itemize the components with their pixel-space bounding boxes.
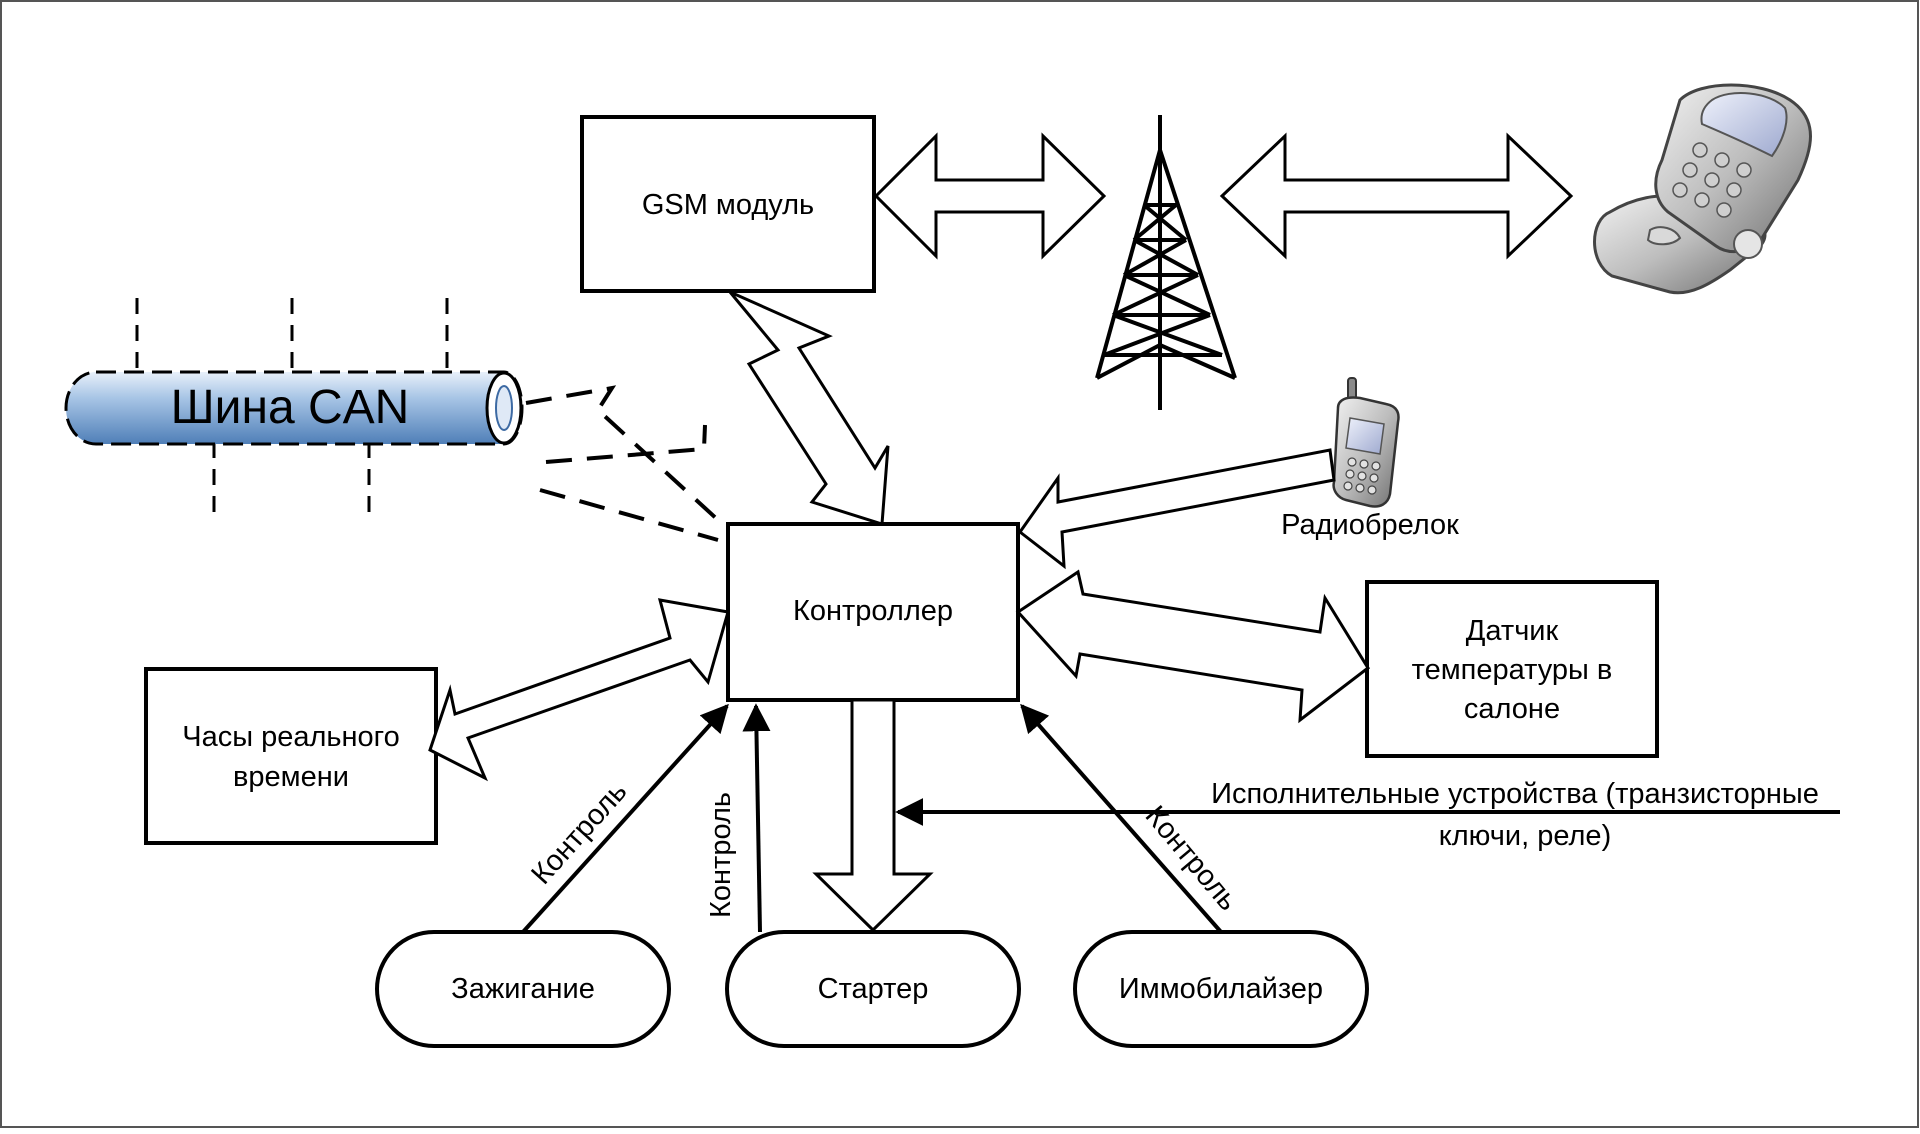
rtc-label-line-2: времени: [233, 761, 349, 793]
ignition-control-arrow: [521, 703, 729, 934]
starter-control-label: Контроль: [705, 792, 737, 918]
key-fob-label: Радиобрелок: [1281, 509, 1459, 541]
temperature-sensor-node: Датчик температуры в салоне: [1365, 580, 1659, 758]
controller-label: Контроллер: [793, 595, 953, 627]
gsm-module-node: GSM модуль: [580, 115, 876, 293]
can-bus-tube-hole: [495, 385, 513, 431]
temp-sensor-label-line-2: температуры в: [1412, 654, 1613, 686]
ignition-label: Зажигание: [451, 973, 595, 1005]
ignition-node: Зажигание: [375, 930, 671, 1048]
controller-starter-wide-arrow: [812, 698, 934, 933]
actuators-label-line-2: ключи, реле): [1439, 820, 1611, 852]
mobile-phone-icon: [1593, 83, 1812, 295]
can-to-controller-dashed-arrow: [525, 385, 720, 542]
starter-node: Стартер: [725, 930, 1021, 1048]
immobilizer-label: Иммобилайзер: [1119, 973, 1323, 1005]
controller-node: Контроллер: [726, 522, 1020, 702]
immobilizer-node: Иммобилайзер: [1073, 930, 1369, 1048]
temp-sensor-label-line-1: Датчик: [1466, 615, 1559, 647]
radio-tower-icon: [1095, 115, 1237, 410]
gsm-controller-double-arrow: [728, 290, 890, 526]
gsm-module-label: GSM модуль: [642, 189, 814, 221]
rtc-node: Часы реального времени: [144, 667, 438, 845]
keyfob-controller-wide-arrow: [1017, 448, 1336, 570]
controller-rtc-double-arrow: [428, 598, 730, 782]
tower-phone-double-arrow: [1219, 132, 1574, 260]
can-bus-node: Шина CAN: [64, 298, 524, 516]
immobilizer-control-arrow: [1020, 703, 1223, 934]
starter-label: Стартер: [818, 973, 929, 1005]
starter-control-arrow: [742, 703, 771, 933]
rtc-label-line-1: Часы реального: [182, 721, 400, 753]
controller-temp-double-arrow: [1015, 569, 1370, 724]
key-fob-phone-icon: [1332, 377, 1400, 508]
can-bus-label: Шина CAN: [171, 381, 410, 434]
actuators-label-line-1: Исполнительные устройства (транзисторные: [1211, 778, 1819, 810]
temp-sensor-label-line-3: салоне: [1464, 693, 1560, 725]
gsm-tower-double-arrow: [873, 132, 1107, 260]
